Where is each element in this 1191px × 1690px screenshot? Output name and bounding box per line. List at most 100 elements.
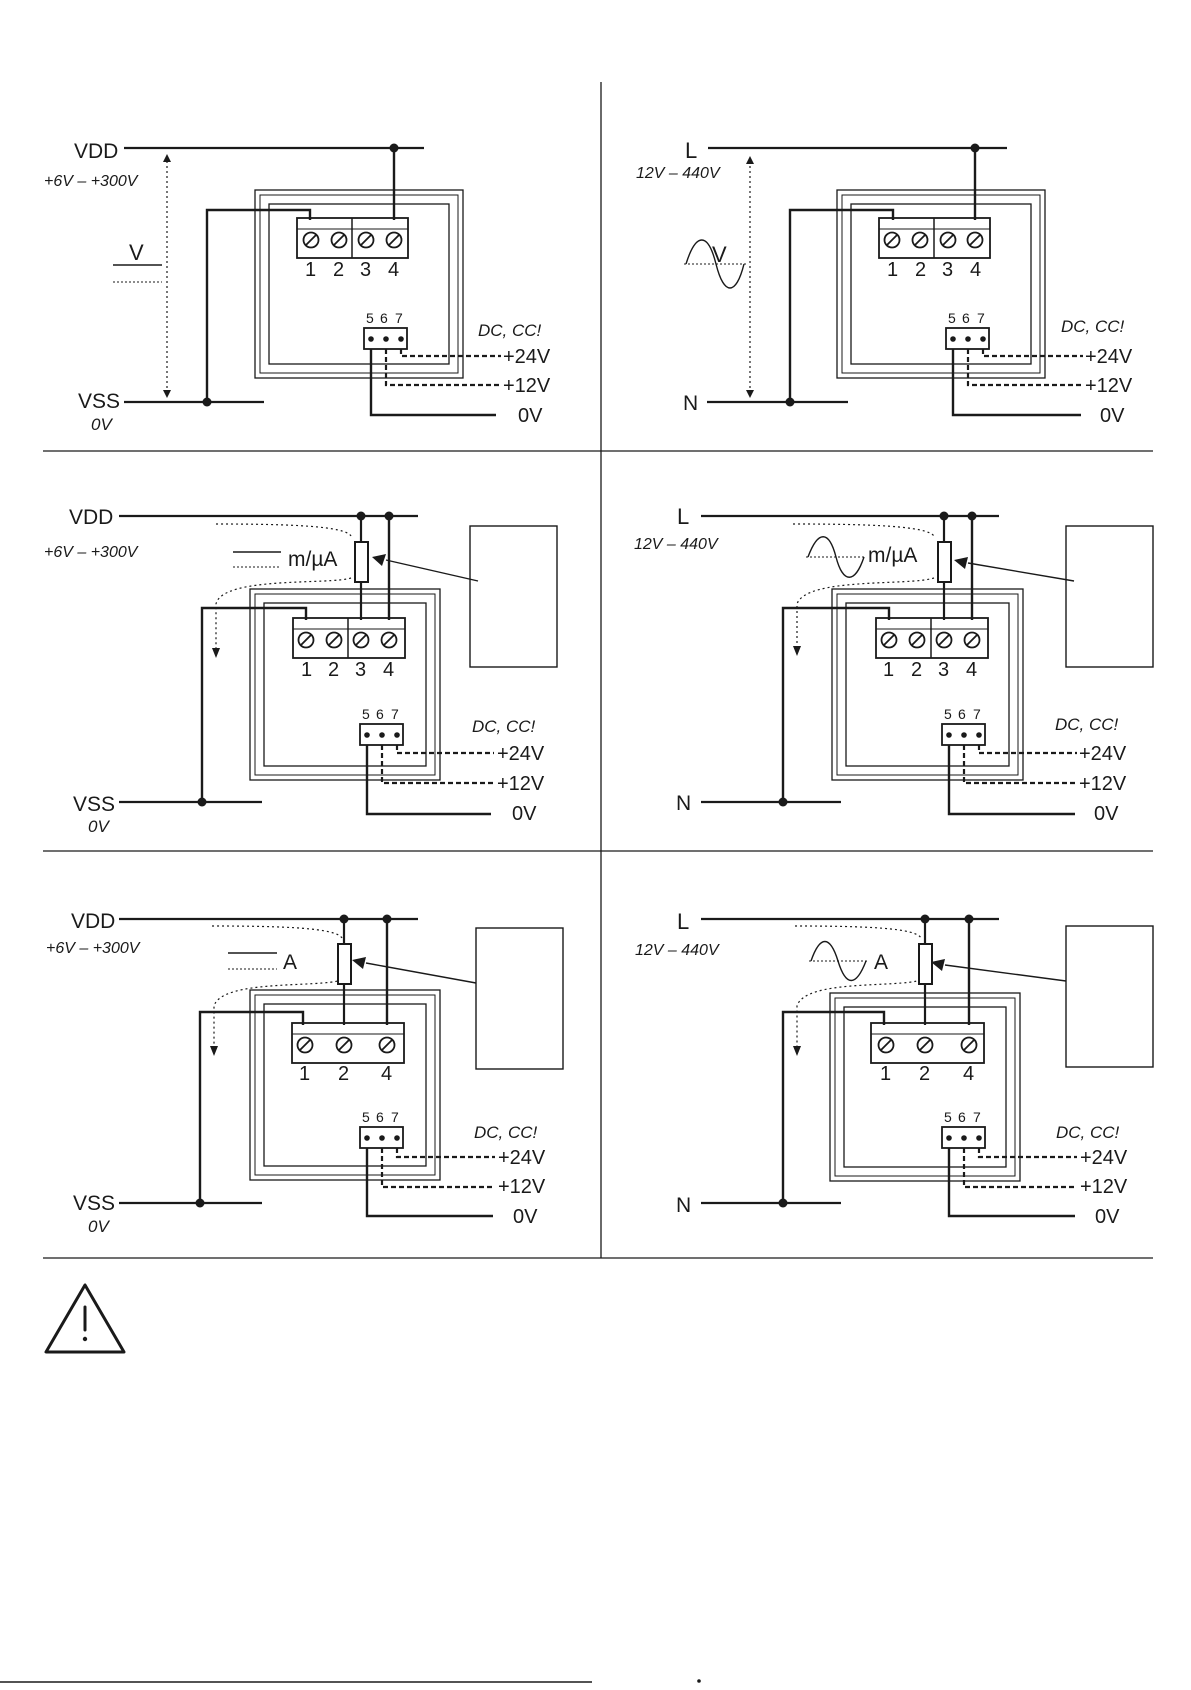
terminal-number: 1 [305,259,316,281]
aux-screw [976,1135,982,1141]
junction-dot [970,143,980,153]
aux-screw [965,336,971,342]
junction-dot [389,143,399,153]
wire-0v [951,349,1081,417]
supply-12v-label: +12V [503,375,551,397]
current-flow-path-in [792,523,935,537]
terminal-number: 4 [388,259,399,281]
meter-pointer-line [365,962,477,984]
aux-screw [394,732,400,738]
screw-slot [883,634,895,646]
junction-dot [197,797,207,807]
supply-12v-label: +12V [1085,375,1133,397]
flow-arrow-head [210,1046,218,1056]
panel-separators [43,82,1153,1259]
warning-triangle-outline [44,1283,126,1354]
device-frame-mid [254,593,436,776]
screw-slot [880,1039,892,1051]
wire-12v [962,745,1077,785]
aux-screw [950,336,956,342]
wire-24v [977,745,1077,755]
measure-label: V [712,242,727,267]
wire-24v [395,745,494,755]
voltage-range-label: +6V – +300V [44,544,139,561]
top-rail-label: L [677,909,689,934]
current-flow-path-out [213,979,343,1052]
junction-dot [384,511,394,521]
terminal-number: 1 [883,659,894,681]
voltage-range-label: 12V – 440V [634,536,719,553]
supply-0v-label: 0V [513,1206,538,1228]
wire-vss-to-t1 [200,606,308,802]
meter-display-box [1065,925,1154,1068]
terminal-number: 2 [911,659,922,681]
aux-terminal-number: 6 [958,1109,966,1125]
meter-pointer-line [944,964,1067,982]
aux-terminal-number: 6 [376,706,384,722]
junction-dot [356,511,366,521]
wire-12v [380,1148,495,1189]
aux-screw [383,336,389,342]
meter-display-box [469,525,558,668]
wire-0v [369,349,496,417]
flow-arrow-head [793,646,801,656]
junction-dot [195,1198,205,1208]
arrow-down-head [746,390,754,398]
aux-screw [980,336,986,342]
wire-12v [384,349,500,387]
top-rail-label: L [677,504,689,529]
supply-0v-label: 0V [512,803,537,825]
wire-0v [947,1148,1075,1218]
aux-terminal-number: 7 [973,1109,981,1125]
wire-24v [977,1148,1077,1159]
supply-24v-label: +24V [503,346,551,368]
aux-terminal-number: 5 [362,706,370,722]
supply-0v-label: 0V [1094,803,1119,825]
aux-screw [398,336,404,342]
aux-terminal-number: 7 [391,1109,399,1125]
aux-terminal-number: 5 [362,1109,370,1125]
wire-n-to-t1 [788,208,895,402]
meter-pointer-line [385,559,479,582]
terminal-number: 3 [942,259,953,281]
supply-type-label: DC, CC! [474,1123,538,1142]
screw-slot [360,234,372,246]
supply-24v-label: +24V [497,743,545,765]
current-flow-path-in [211,925,343,939]
wire-24v [395,1148,495,1159]
supply-12v-label: +12V [498,1176,546,1198]
bottom-rail-label: VSS [73,793,115,816]
voltage-range-label: +6V – +300V [44,173,139,190]
measure-label: m/µA [868,544,917,567]
meter-pointer-head [954,557,968,569]
supply-type-label: DC, CC! [478,321,542,340]
device-frame-outer [254,189,464,379]
terminal-number: 4 [970,259,981,281]
current-flow-path-in [215,523,352,537]
meter-pointer-head [352,957,366,969]
measure-label: A [874,951,888,974]
wire-0v [947,745,1075,816]
bottom-rail-label: VSS [78,390,120,413]
terminal-screws [883,231,984,249]
wire-n-to-t1 [781,1010,886,1203]
bottom-rail-label: VSS [73,1192,115,1215]
device-frame-inner [845,602,1010,767]
junction-dot [967,511,977,521]
junction-dot [920,914,930,924]
supply-24v-label: +24V [1080,1147,1128,1169]
junction-dot [339,914,349,924]
supply-type-label: DC, CC! [472,717,536,736]
top-rail-label: VDD [74,140,118,163]
wire-24v [981,349,1083,358]
current-flow-path-in [794,925,922,939]
screw-slot [305,234,317,246]
current-flow-path-out [215,577,352,655]
terminal-screws [302,231,403,249]
warning-triangle-icon [44,1283,126,1354]
terminal-screws [297,631,398,649]
screw-slot [388,234,400,246]
supply-24v-label: +24V [1085,346,1133,368]
screw-slot [969,234,981,246]
